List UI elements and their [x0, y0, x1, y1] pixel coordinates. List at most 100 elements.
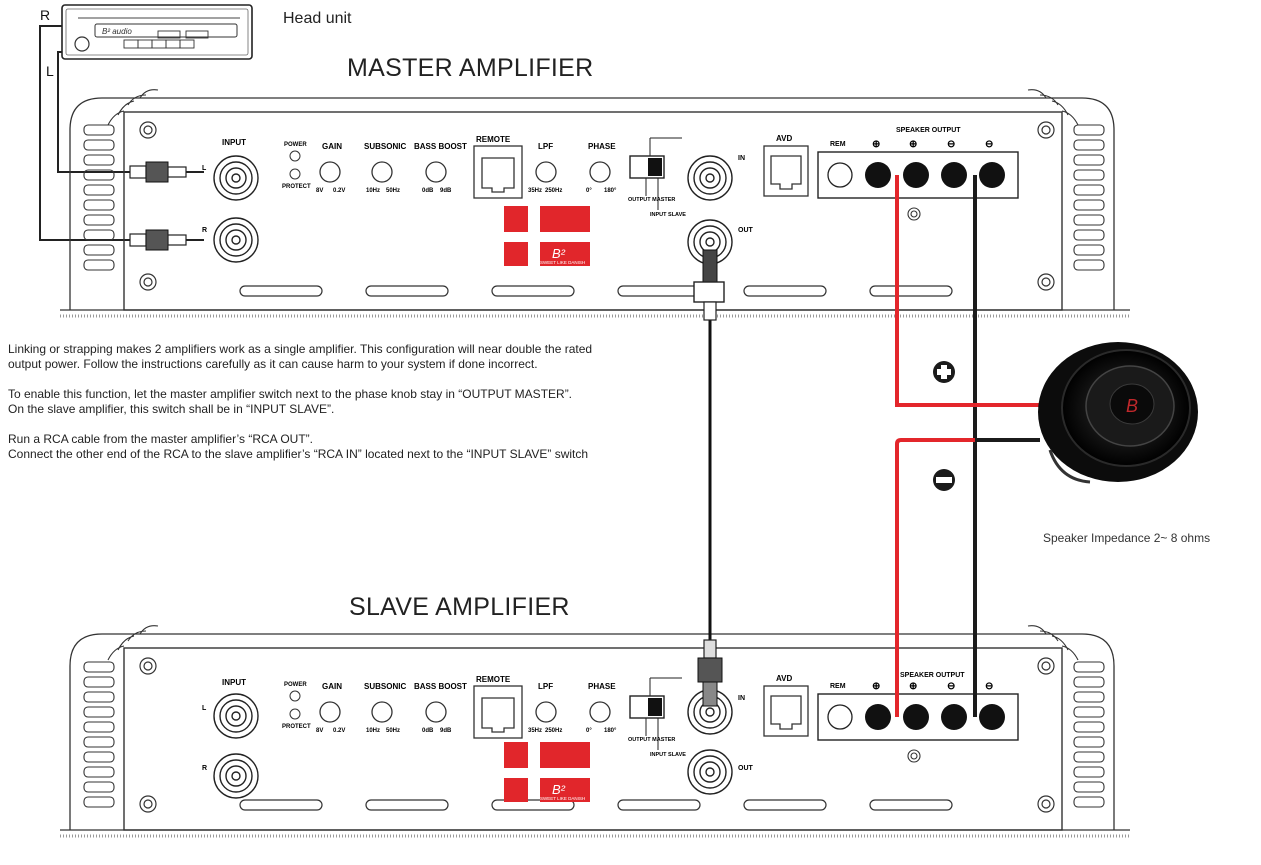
rca-plug-r [129, 229, 204, 251]
slave-output-master-label: OUTPUT MASTER [628, 737, 675, 743]
slave-rca-jack-r[interactable] [213, 753, 259, 799]
slave-lpf-max: 250Hz [545, 728, 562, 734]
master-avd-label: AVD [776, 134, 793, 143]
slave-subsonic-label: SUBSONIC [364, 682, 406, 691]
subwoofer-image: B [1038, 342, 1198, 484]
master-minus-2: ⊖ [985, 139, 993, 150]
slave-rca-jack-l[interactable] [213, 693, 259, 739]
master-plus-2: ⊕ [909, 139, 917, 150]
master-minus-1: ⊖ [947, 139, 955, 150]
instruction-line: On the slave amplifier, this switch shal… [8, 402, 335, 416]
head-unit-rca-l: L [46, 63, 54, 79]
head-unit-rca-r: R [40, 7, 50, 23]
master-mode-switch[interactable] [629, 137, 682, 210]
master-input-r-label: R [202, 227, 207, 234]
slave-plus-1: ⊕ [872, 681, 880, 692]
head-unit: B² audio R L [40, 4, 253, 79]
slave-speaker-terminal-minus-2[interactable] [979, 704, 1005, 730]
slave-power-led [289, 690, 301, 702]
master-amp-panel: INPUT L R POWER PROTECT GAIN 8V 0.2V SUB… [60, 89, 1130, 318]
slave-bassboost-knob[interactable] [425, 701, 447, 723]
instruction-line: output power. Follow the instructions ca… [8, 357, 538, 371]
slave-rem-label: REM [830, 683, 846, 690]
speaker-impedance-label: Speaker Impedance 2~ 8 ohms [1043, 531, 1211, 545]
master-avd-port[interactable] [763, 145, 809, 197]
master-input-l-label: L [202, 165, 207, 172]
slave-phase-max: 180° [604, 728, 617, 734]
slave-amp-panel: INPUT L R POWER PROTECT GAIN 8V 0.2V SUB… [60, 625, 1130, 838]
master-speaker-terminal-plus-1[interactable] [865, 162, 891, 188]
master-subsonic-min: 10Hz [366, 188, 380, 194]
slave-phase-knob[interactable] [589, 701, 611, 723]
master-lpf-knob[interactable] [535, 161, 557, 183]
master-protect-label: PROTECT [282, 184, 311, 190]
slave-mode-switch[interactable] [629, 677, 682, 750]
instruction-line: Run a RCA cable from the master amplifie… [8, 432, 313, 446]
slave-plus-2: ⊕ [909, 681, 917, 692]
subwoofer-brand: B [1126, 396, 1138, 416]
master-rca-out-label: OUT [738, 227, 754, 234]
svg-text:B²: B² [552, 782, 566, 797]
slave-subsonic-min: 10Hz [366, 728, 380, 734]
slave-b2-logo: B² SWEET LIKE DANISH [504, 742, 590, 802]
master-speaker-terminal-minus-2[interactable] [979, 162, 1005, 188]
master-bassboost-knob[interactable] [425, 161, 447, 183]
master-lpf-max: 250Hz [545, 188, 562, 194]
master-subsonic-knob[interactable] [371, 161, 393, 183]
slave-input-slave-label: INPUT SLAVE [650, 752, 686, 758]
master-amp-title: MASTER AMPLIFIER [347, 54, 594, 82]
master-lpf-min: 35Hz [528, 188, 542, 194]
master-phase-max: 180° [604, 188, 617, 194]
slave-speaker-output-label: SPEAKER OUTPUT [900, 672, 965, 679]
speaker-wires [895, 175, 1040, 717]
master-rca-jack-l[interactable] [213, 155, 259, 201]
master-power-label: POWER [284, 142, 307, 148]
master-rem-terminal[interactable] [827, 162, 853, 188]
master-phase-knob[interactable] [589, 161, 611, 183]
master-rca-in-label: IN [738, 155, 745, 162]
slave-bassboost-label: BASS BOOST [414, 682, 467, 691]
slave-phase-min: 0° [586, 728, 592, 734]
slave-input-r-label: R [202, 765, 207, 772]
master-subsonic-label: SUBSONIC [364, 142, 406, 151]
slave-rca-in-label: IN [738, 695, 745, 702]
master-remote-port[interactable] [473, 145, 523, 199]
head-unit-label: Head unit [283, 10, 352, 27]
master-protect-led [289, 168, 301, 180]
slave-gain-min: 8V [316, 728, 323, 734]
slave-avd-port[interactable] [763, 685, 809, 737]
master-gain-knob[interactable] [319, 161, 341, 183]
master-speaker-terminal-plus-2[interactable] [903, 162, 929, 188]
master-power-led [289, 150, 301, 162]
master-phase-min: 0° [586, 188, 592, 194]
svg-text:SWEET LIKE DANISH: SWEET LIKE DANISH [540, 260, 585, 265]
svg-text:B²: B² [552, 246, 566, 261]
slave-input-label: INPUT [222, 678, 246, 687]
rca-link-cable [693, 249, 725, 707]
master-input-label: INPUT [222, 138, 246, 147]
master-speaker-terminal-minus-1[interactable] [941, 162, 967, 188]
master-gain-label: GAIN [322, 142, 342, 151]
slave-rem-terminal[interactable] [827, 704, 853, 730]
master-remote-label: REMOTE [476, 135, 511, 144]
slave-remote-port[interactable] [473, 685, 523, 739]
slave-gain-knob[interactable] [319, 701, 341, 723]
slave-rca-out-jack[interactable] [687, 749, 733, 795]
slave-speaker-terminal-minus-1[interactable] [941, 704, 967, 730]
master-rca-jack-r[interactable] [213, 217, 259, 263]
slave-rca-out-label: OUT [738, 765, 754, 772]
master-subsonic-max: 50Hz [386, 188, 400, 194]
master-output-master-label: OUTPUT MASTER [628, 197, 675, 203]
slave-speaker-terminal-plus-1[interactable] [865, 704, 891, 730]
slave-speaker-terminal-plus-2[interactable] [903, 704, 929, 730]
slave-remote-label: REMOTE [476, 675, 511, 684]
head-unit-buttons [123, 30, 209, 49]
slave-minus-2: ⊖ [985, 681, 993, 692]
polarity-minus-icon [933, 469, 955, 491]
slave-subsonic-knob[interactable] [371, 701, 393, 723]
master-plus-1: ⊕ [872, 139, 880, 150]
slave-phase-label: PHASE [588, 682, 616, 691]
master-rca-in-jack[interactable] [687, 155, 733, 201]
slave-lpf-knob[interactable] [535, 701, 557, 723]
